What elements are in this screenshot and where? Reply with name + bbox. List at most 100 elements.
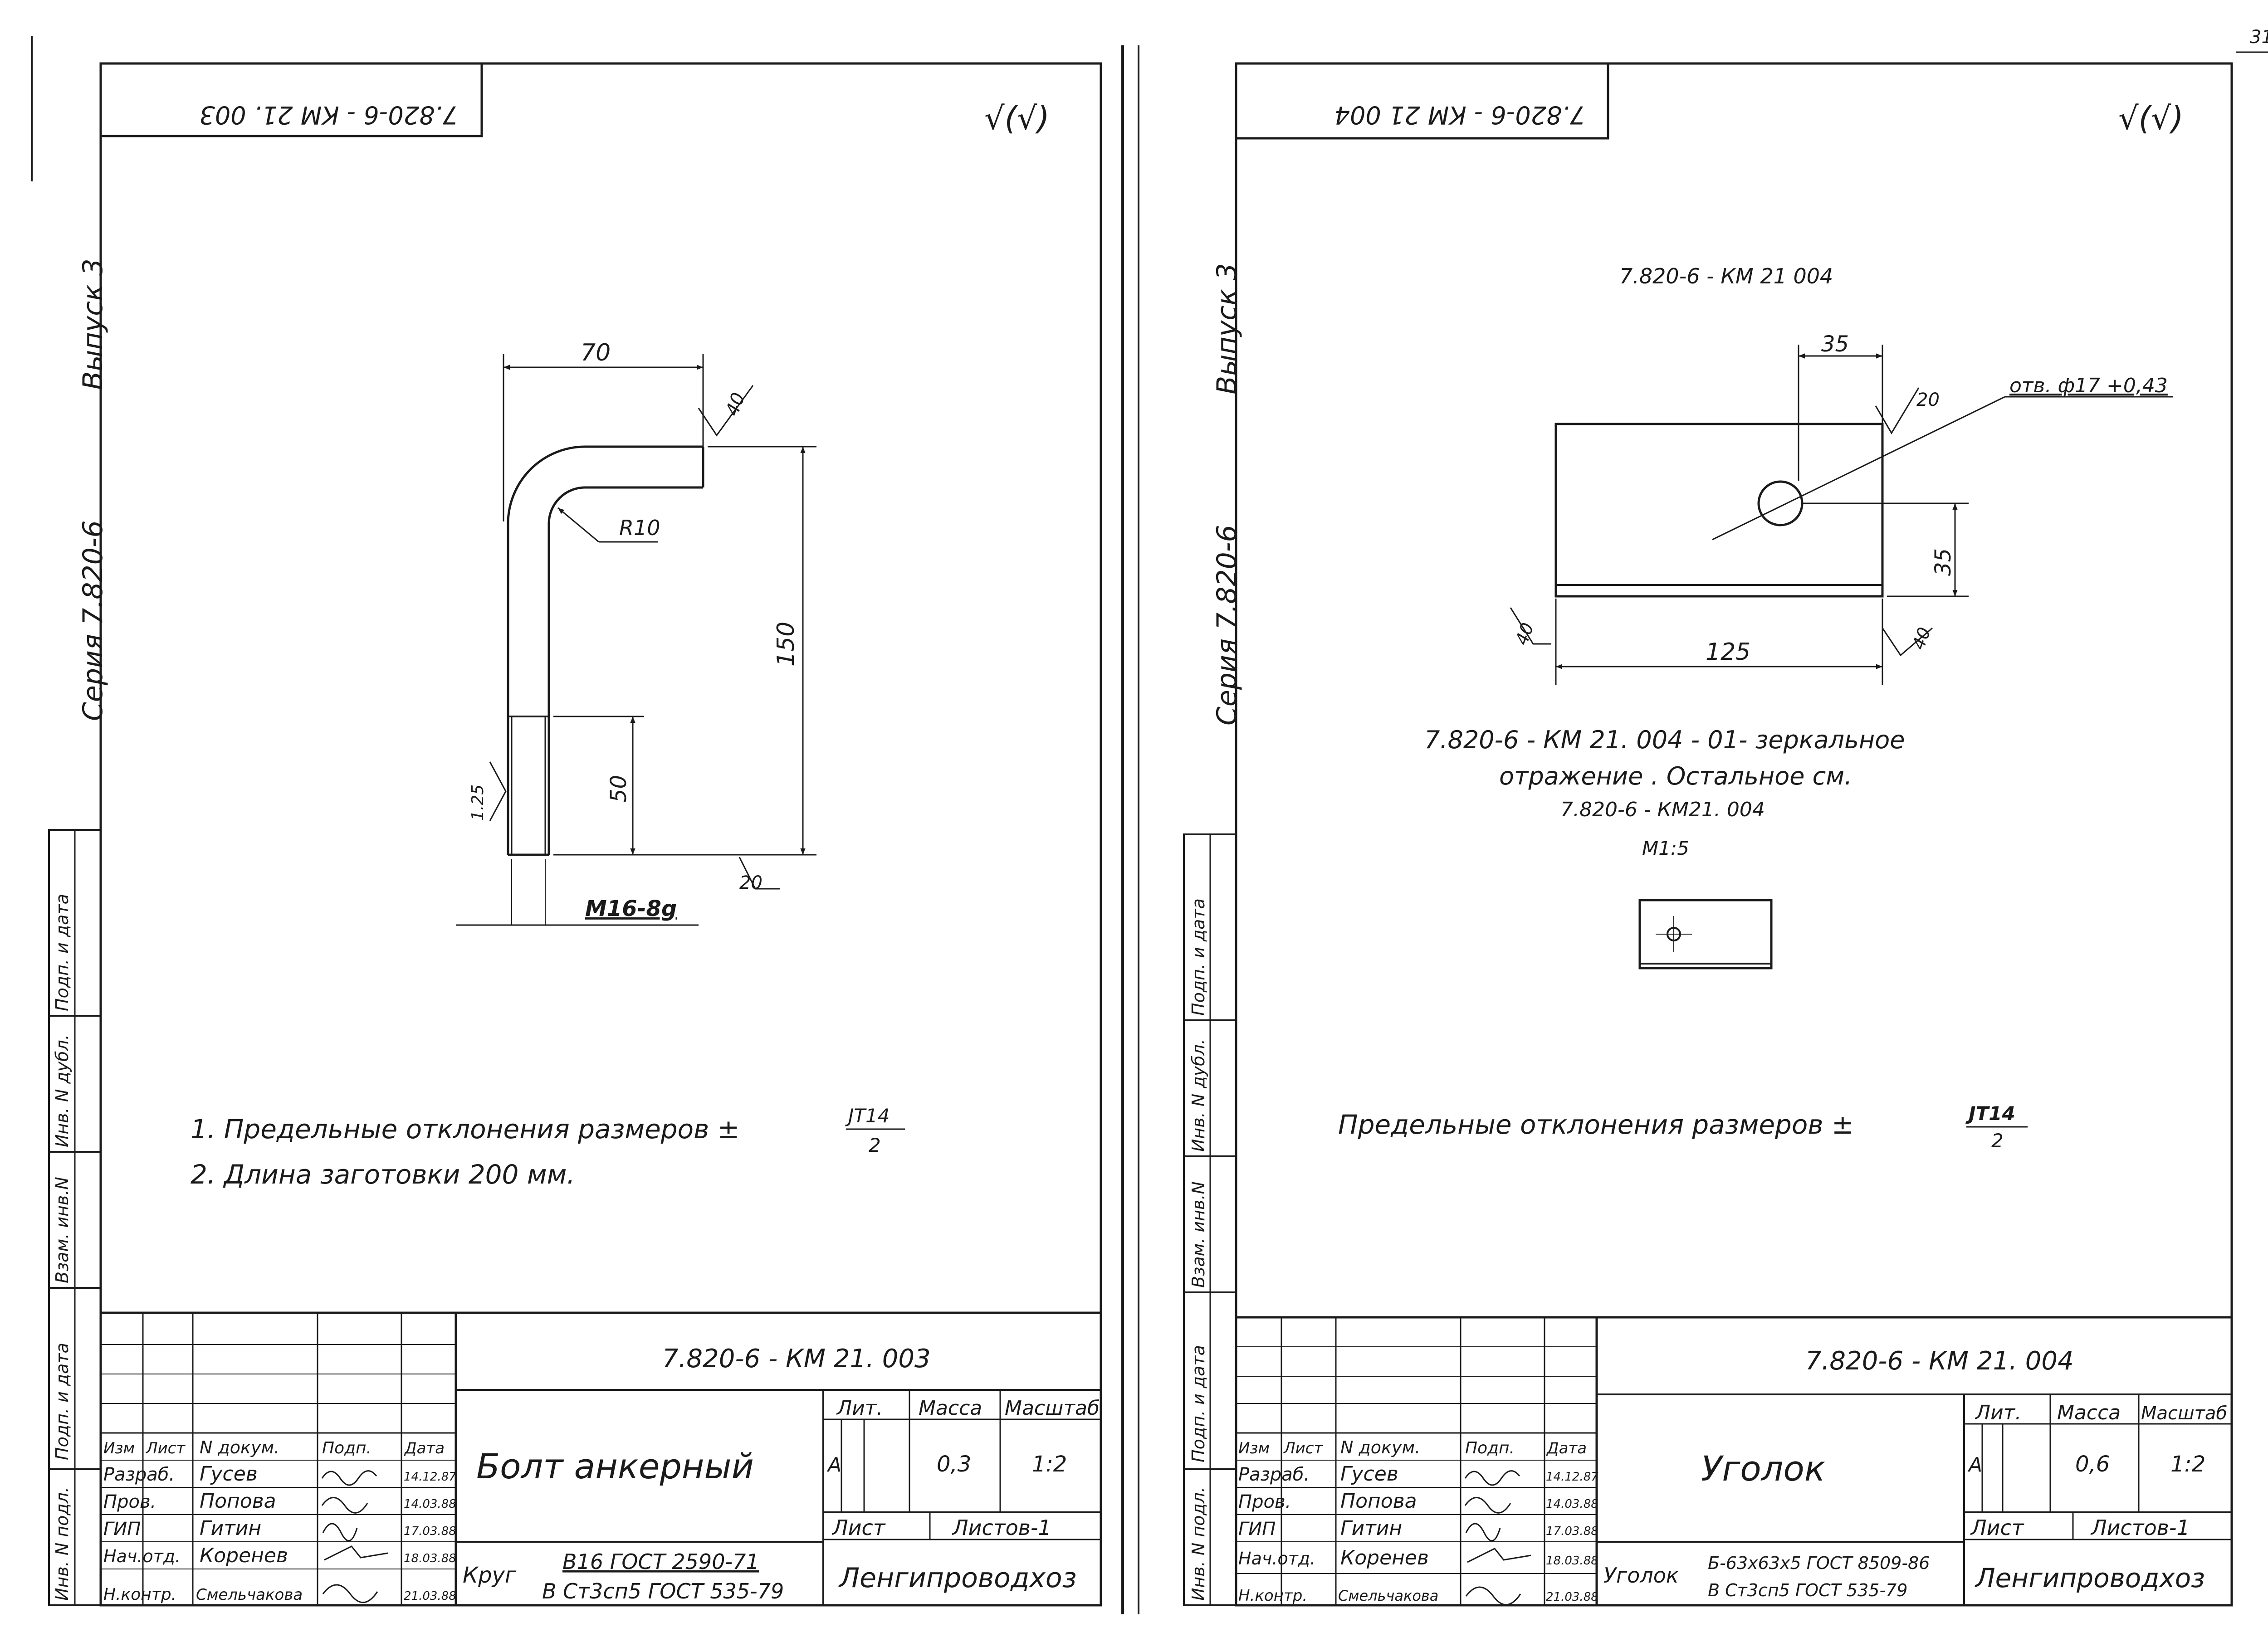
svg-text:14.12.87: 14.12.87 bbox=[1546, 1470, 1598, 1484]
svg-text:1:2: 1:2 bbox=[1032, 1452, 1067, 1477]
svg-text:Нач.отд.: Нач.отд. bbox=[1238, 1549, 1315, 1569]
issue-label: Выпуск 3 bbox=[77, 258, 109, 390]
svg-text:20: 20 bbox=[1916, 390, 1940, 410]
svg-text:Взам. инв.N: Взам. инв.N bbox=[1188, 1181, 1208, 1288]
svg-text:Лит.: Лит. bbox=[836, 1397, 883, 1420]
note-1: 1. Предельные отклонения размеров ± bbox=[191, 1114, 739, 1145]
sheet-right: 7.820-6 - КМ 21 004 √(√) Серия 7.820-6 В… bbox=[1183, 62, 2233, 1607]
note-1: Предельные отклонения размеров ± bbox=[1338, 1109, 1854, 1140]
svg-text:17.03.88: 17.03.88 bbox=[404, 1525, 456, 1538]
svg-text:Инв. N подл.: Инв. N подл. bbox=[1188, 1487, 1208, 1601]
svg-text:Разраб.: Разраб. bbox=[1238, 1464, 1310, 1485]
issue-label: Выпуск 3 bbox=[1211, 263, 1243, 395]
svg-text:ГИП: ГИП bbox=[103, 1519, 141, 1540]
svg-text:Инв. N подл.: Инв. N подл. bbox=[52, 1487, 72, 1601]
svg-text:70: 70 bbox=[581, 339, 611, 366]
part-name: Болт анкерный bbox=[476, 1446, 754, 1486]
svg-text:Н.контр.: Н.контр. bbox=[103, 1585, 176, 1604]
svg-text:1:2: 1:2 bbox=[2170, 1452, 2205, 1477]
svg-text:В Ст3сп5 ГОСТ 535-79: В Ст3сп5 ГОСТ 535-79 bbox=[1708, 1580, 1908, 1600]
svg-text:Подп. и дата: Подп. и дата bbox=[1188, 1345, 1208, 1462]
svg-text:21.03.88: 21.03.88 bbox=[1546, 1590, 1598, 1604]
svg-text:17.03.88: 17.03.88 bbox=[1546, 1525, 1598, 1538]
svg-text:N докум.: N докум. bbox=[200, 1437, 279, 1457]
svg-text:Масса: Масса bbox=[2057, 1401, 2121, 1424]
side-stamp: Инв. N подл. Подп. и дата Взам. инв.N Ин… bbox=[48, 829, 102, 1606]
svg-text:отв. ф17 +0,43: отв. ф17 +0,43 bbox=[2009, 374, 2168, 397]
org-name: Ленгипроводхоз bbox=[838, 1562, 1076, 1594]
svg-text:Дата: Дата bbox=[404, 1439, 445, 1457]
part-name: Уголок bbox=[1701, 1448, 1825, 1489]
svg-text:Пров.: Пров. bbox=[1238, 1491, 1291, 1512]
svg-text:Гусев: Гусев bbox=[1340, 1462, 1398, 1486]
title-code: 7.820-6 - КМ 21. 003 bbox=[662, 1344, 931, 1374]
tolerance-num: JT14 bbox=[845, 1105, 890, 1127]
svg-text:М1:5: М1:5 bbox=[1642, 837, 1689, 859]
svg-text:18.03.88: 18.03.88 bbox=[404, 1552, 456, 1565]
svg-text:125: 125 bbox=[1706, 638, 1750, 666]
svg-text:0,6: 0,6 bbox=[2075, 1452, 2110, 1477]
sheet-left: 7.820-6 - КМ 21. 003 √(√) Серия 7.820-6 … bbox=[48, 62, 1102, 1607]
roughness-mark: √(√) bbox=[984, 100, 1050, 137]
svg-text:Изм: Изм bbox=[1238, 1439, 1270, 1457]
svg-text:35: 35 bbox=[1931, 548, 1956, 576]
svg-text:Гитин: Гитин bbox=[200, 1517, 261, 1540]
svg-text:Б-63х63х5 ГОСТ 8509-86: Б-63х63х5 ГОСТ 8509-86 bbox=[1708, 1553, 1930, 1573]
svg-text:Смельчакова: Смельчакова bbox=[196, 1586, 303, 1604]
svg-text:А: А bbox=[1967, 1453, 1982, 1476]
svg-text:Пров.: Пров. bbox=[103, 1491, 156, 1512]
note-2: 2. Длина заготовки 200 мм. bbox=[191, 1159, 575, 1190]
svg-text:В Ст3сп5 ГОСТ 535-79: В Ст3сп5 ГОСТ 535-79 bbox=[542, 1579, 784, 1603]
svg-text:А: А bbox=[826, 1453, 841, 1476]
svg-text:Попова: Попова bbox=[1340, 1490, 1417, 1513]
svg-text:14.03.88: 14.03.88 bbox=[404, 1497, 456, 1511]
svg-text:Разраб.: Разраб. bbox=[103, 1464, 175, 1485]
svg-text:Лит.: Лит. bbox=[1975, 1401, 2021, 1424]
svg-text:1.25: 1.25 bbox=[469, 784, 487, 821]
svg-text:Подп. и дата: Подп. и дата bbox=[1188, 898, 1208, 1016]
tolerance-num: JT14 bbox=[1965, 1102, 2015, 1125]
mirrored-code: 7.820-6 - КМ 21 004 bbox=[1334, 101, 1585, 129]
series-label: Серия 7.820-6 bbox=[1211, 525, 1243, 726]
svg-text:7.820-6 - КМ21. 004: 7.820-6 - КМ21. 004 bbox=[1560, 798, 1765, 821]
mirrored-code-box bbox=[1235, 62, 1609, 140]
title-block: Изм Лист N докум. Подп. Дата Разраб. Гус… bbox=[1236, 1316, 2232, 1606]
svg-text:Н.контр.: Н.контр. bbox=[1238, 1587, 1307, 1605]
side-stamp: Инв. N подл. Подп. и дата Взам. инв.N Ин… bbox=[1183, 833, 1237, 1606]
svg-text:Уголок: Уголок bbox=[1603, 1563, 1679, 1588]
org-name: Ленгипроводхоз bbox=[1975, 1563, 2205, 1593]
roughness-mark: √(√) bbox=[2118, 100, 2184, 137]
svg-text:Лист: Лист bbox=[145, 1439, 186, 1457]
mirrored-code: 7.820-6 - КМ 21. 003 bbox=[200, 101, 458, 129]
code-above: 7.820-6 - КМ 21 004 bbox=[1619, 264, 1833, 288]
svg-text:Подп.: Подп. bbox=[1465, 1439, 1515, 1457]
sheet-frame bbox=[1235, 62, 2233, 1607]
svg-text:Лист: Лист bbox=[1970, 1515, 2024, 1540]
tolerance-den: 2 bbox=[1991, 1130, 2004, 1152]
svg-text:150: 150 bbox=[772, 622, 800, 667]
bolt-drawing: 70 40 R10 150 50 1.25 20 bbox=[456, 339, 816, 926]
svg-text:7.820-6 - КМ 21. 004 - 01- зер: 7.820-6 - КМ 21. 004 - 01- зеркальное bbox=[1424, 726, 1905, 754]
series-label: Серия 7.820-6 bbox=[77, 520, 109, 721]
svg-text:Дата: Дата bbox=[1546, 1439, 1587, 1457]
svg-text:Коренев: Коренев bbox=[1340, 1546, 1429, 1569]
svg-text:Подп.: Подп. bbox=[322, 1439, 371, 1457]
svg-text:35: 35 bbox=[1821, 331, 1849, 357]
svg-text:Взам. инв.N: Взам. инв.N bbox=[52, 1177, 72, 1283]
svg-text:Инв. N дубл.: Инв. N дубл. bbox=[52, 1034, 72, 1147]
angle-drawing: 7.820-6 - КМ 21 004 отв. ф17 +0,43 35 20… bbox=[1424, 264, 2173, 970]
svg-text:14.03.88: 14.03.88 bbox=[1546, 1497, 1598, 1511]
svg-text:Круг: Круг bbox=[463, 1563, 517, 1588]
svg-text:18.03.88: 18.03.88 bbox=[1546, 1554, 1598, 1568]
svg-text:Смельчакова: Смельчакова bbox=[1338, 1587, 1438, 1604]
svg-text:20: 20 bbox=[739, 872, 763, 893]
svg-text:Подп. и дата: Подп. и дата bbox=[52, 894, 72, 1011]
svg-text:отражение . Остальное см.: отражение . Остальное см. bbox=[1499, 762, 1852, 790]
svg-text:Лист: Лист bbox=[831, 1515, 886, 1540]
title-code: 7.820-6 - КМ 21. 004 bbox=[1805, 1346, 2074, 1376]
svg-text:Масса: Масса bbox=[919, 1397, 982, 1420]
svg-text:Нач.отд.: Нач.отд. bbox=[103, 1546, 181, 1566]
svg-text:Масштаб: Масштаб bbox=[2141, 1403, 2227, 1424]
svg-text:Гитин: Гитин bbox=[1340, 1517, 1402, 1540]
